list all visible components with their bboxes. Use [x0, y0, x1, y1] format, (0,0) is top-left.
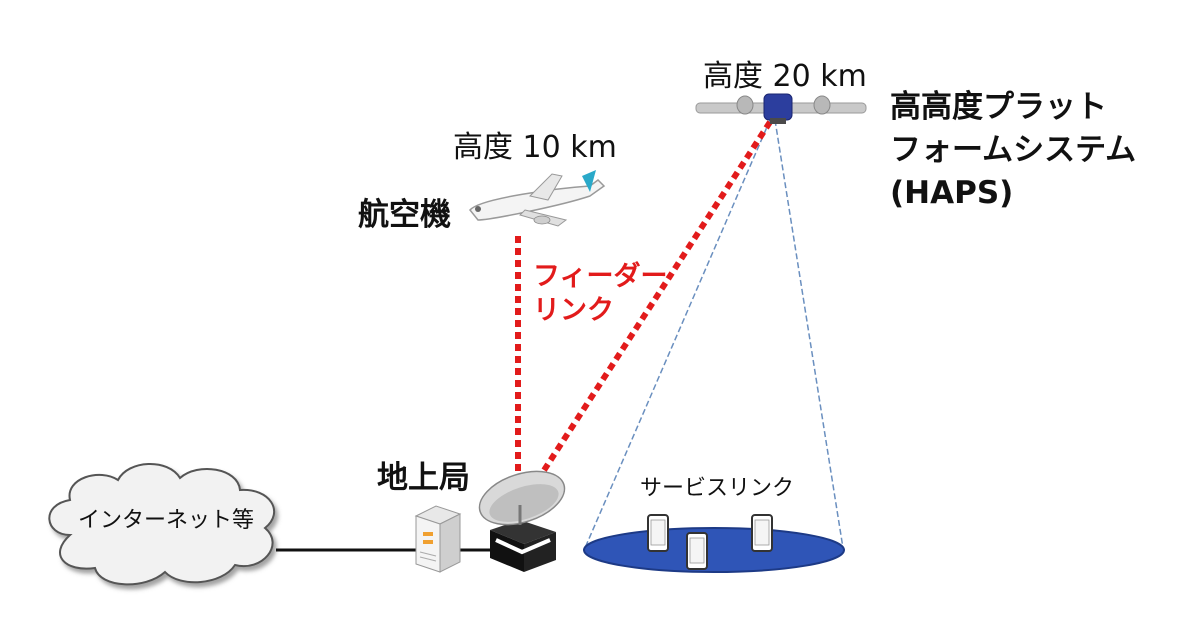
server-icon — [414, 505, 462, 573]
smartphone-icon — [647, 514, 669, 552]
feeder-link-label-line1: フィーダー — [533, 261, 668, 292]
ground-station-label: 地上局 — [377, 460, 470, 496]
cloud-icon — [48, 463, 276, 586]
smartphone-icon — [751, 514, 773, 552]
coverage-area — [583, 527, 845, 573]
coverage-cone — [584, 119, 844, 549]
haps-name-line3: (HAPS) — [890, 175, 1014, 211]
feeder-link-label-line2: リンク — [533, 295, 614, 326]
haps-name-line1: 高高度プラット — [890, 89, 1107, 125]
dish-antenna-icon — [478, 470, 566, 572]
service-link-label: サービスリンク — [640, 476, 795, 501]
feeder-link-lines — [515, 120, 773, 500]
haps-name-line2: フォームシステム — [890, 132, 1137, 168]
smartphone-icon — [686, 532, 708, 570]
haps-altitude-label: 高度 20 km — [703, 59, 867, 94]
aircraft-name-label: 航空機 — [358, 197, 451, 233]
airplane-icon — [469, 170, 606, 227]
internet-label: インターネット等 — [78, 508, 255, 533]
aircraft-altitude-label: 高度 10 km — [453, 130, 617, 165]
haps-aircraft-icon — [695, 93, 867, 124]
